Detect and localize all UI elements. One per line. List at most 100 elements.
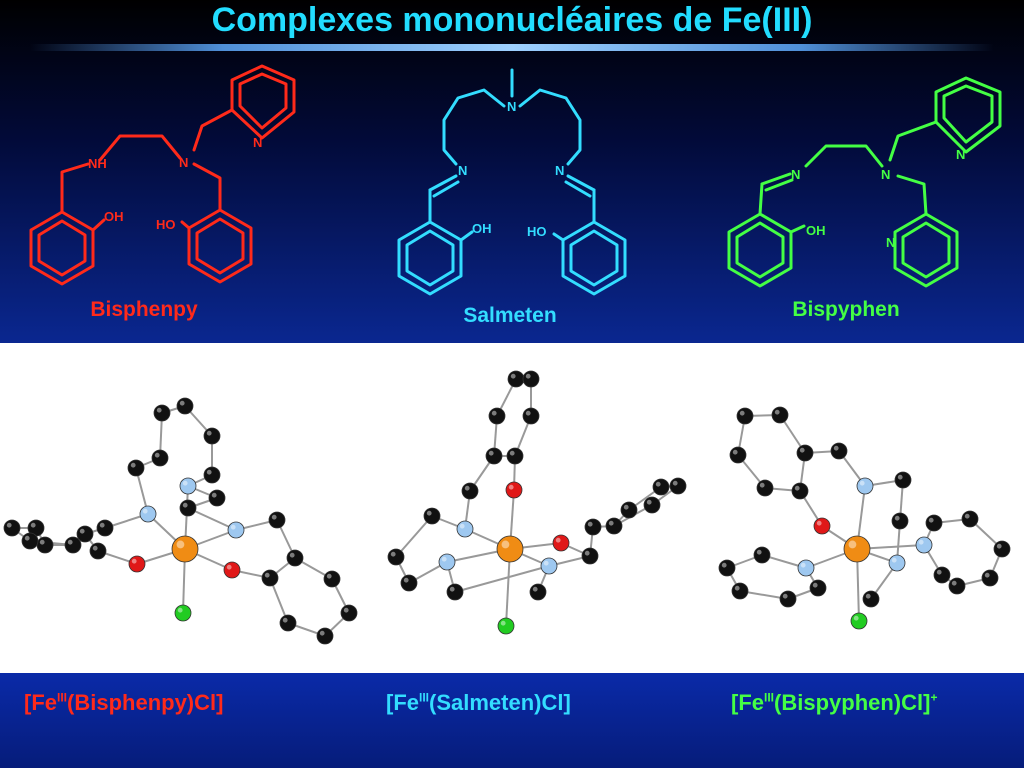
atom-highlight (179, 400, 185, 406)
atom-highlight (271, 514, 277, 520)
chlorine-atom (497, 617, 515, 635)
carbon-atom (529, 583, 547, 601)
bispyphen-pyridine-bottom-ring-inner (901, 221, 951, 279)
atom-highlight (426, 510, 432, 516)
bispyphen-atom-labels: N N N N OH Bispyphen (791, 147, 965, 321)
atom-highlight (39, 539, 45, 545)
bisphenpy-name-label: Bisphenpy (90, 298, 198, 321)
carbon-atom (316, 627, 334, 645)
carbon-atom (643, 496, 661, 514)
iron-atom (843, 535, 871, 563)
nitrogen-atom (438, 553, 456, 571)
carbon-atom (830, 442, 848, 460)
atom-highlight (491, 410, 497, 416)
slide-title: Complexes mononucléaires de Fe(III) (211, 1, 813, 39)
salmeten-name-label: Salmeten (463, 304, 556, 327)
salmeten-right-chain (518, 88, 582, 166)
atom-highlight (525, 373, 531, 379)
salmeten-structure (397, 68, 627, 296)
nitrogen-atom (797, 559, 815, 577)
bond-stick (187, 507, 237, 531)
carbon-atom (76, 525, 94, 543)
carbon-atom (179, 499, 197, 517)
atom-highlight (230, 524, 236, 530)
bond-sticks (11, 405, 350, 637)
salmeten-left-imine-n-label: N (458, 163, 467, 178)
bispyphen-phenol-ring-inner (735, 221, 785, 279)
atom-highlight (464, 485, 470, 491)
atom-highlight (782, 593, 788, 599)
bisphenpy-amine-n-label: N (179, 155, 188, 170)
bisphenpy-phenol-left-ring-inner (37, 219, 87, 277)
atom-highlight (721, 562, 727, 568)
carbon-atom (522, 407, 540, 425)
carbon-atom (340, 604, 358, 622)
nitrogen-atom (456, 520, 474, 538)
carbon-atom (605, 517, 623, 535)
oxygen-atom (128, 555, 146, 573)
atom-highlight (509, 450, 515, 456)
oxidation-state: III (419, 690, 430, 705)
salmeten-right-imine-n-label: N (555, 163, 564, 178)
iron-atom (496, 535, 524, 563)
carbon-atom (862, 590, 880, 608)
carbon-atom (791, 482, 809, 500)
carbon-atom (461, 482, 479, 500)
salmeten-left-oh-bond (459, 230, 474, 242)
carbon-atom (261, 569, 279, 587)
atom-highlight (30, 522, 36, 528)
bispyphen-imine-n-label: N (791, 167, 800, 182)
oxygen-atom (552, 534, 570, 552)
bisphenpy-left-oh-bond (91, 218, 106, 232)
carbon-atom (652, 478, 670, 496)
atom-highlight (759, 482, 765, 488)
nitrogen-atom (139, 505, 157, 523)
bispyphen-pyridine-bottom-n-label: N (886, 235, 895, 250)
atom-highlight (608, 520, 614, 526)
atom-highlight (319, 630, 325, 636)
atom-highlight (799, 447, 805, 453)
carbon-atom (279, 614, 297, 632)
complex-formula-suffix: (Bisphenpy)Cl] (67, 690, 224, 715)
atom-highlight (182, 480, 188, 486)
carbon-atom (151, 449, 169, 467)
atom-highlight (555, 537, 561, 543)
bisphenpy-pyridine-ring (230, 64, 296, 140)
atom-highlight (343, 607, 349, 613)
bispyphen-pyridine-top-n-label: N (956, 147, 965, 162)
salmeten-amine-n-label: N (507, 99, 516, 114)
atom-highlight (812, 582, 818, 588)
atom-highlight (510, 373, 516, 379)
bond-stick (395, 515, 433, 558)
atom-highlight (441, 556, 447, 562)
nitrogen-atom (915, 536, 933, 554)
bisphenpy-left-arm (60, 162, 90, 214)
bisphenpy-nh-label: NH (88, 156, 107, 171)
bisphenpy-pyridine-n-label: N (253, 135, 262, 150)
atom-highlight (182, 502, 188, 508)
atom-highlight (756, 549, 762, 555)
atom-highlight (734, 585, 740, 591)
oxidation-state: III (57, 690, 68, 705)
nitrogen-atom (227, 521, 245, 539)
atom-highlight (951, 580, 957, 586)
salmeten-right-imine-double (564, 180, 592, 198)
carbon-atom (176, 397, 194, 415)
atom-highlight (501, 540, 510, 549)
carbon-atom (925, 514, 943, 532)
salmeten-phenol-right-ring-inner (569, 229, 619, 287)
complex-formula-prefix: [Fe (386, 690, 419, 715)
atom-highlight (646, 499, 652, 505)
atom-highlight (67, 539, 73, 545)
carbon-atom (506, 447, 524, 465)
atom-highlight (206, 430, 212, 436)
carbon-atom (89, 542, 107, 560)
atom-highlight (848, 540, 857, 549)
atom-highlight (816, 520, 822, 526)
bispyphen-imine-double (764, 178, 794, 192)
carbon-atom (779, 590, 797, 608)
atom-highlight (623, 504, 629, 510)
carbon-atom (203, 466, 221, 484)
salmeten-complex-model (387, 370, 687, 635)
carbon-atom (753, 546, 771, 564)
